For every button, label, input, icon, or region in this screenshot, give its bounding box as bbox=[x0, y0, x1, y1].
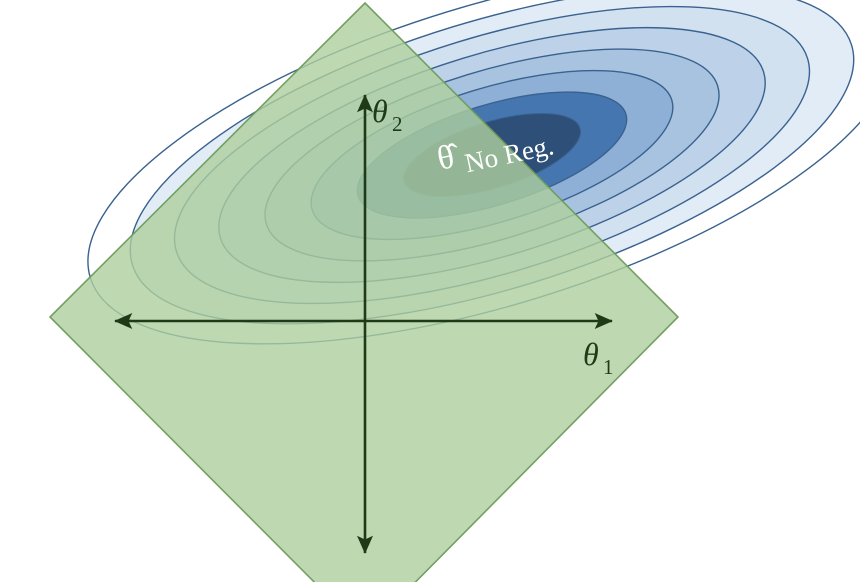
y-axis-label: θ bbox=[372, 93, 388, 129]
y-axis-label-subscript: 2 bbox=[392, 112, 403, 136]
x-axis-label-group: θ 1 bbox=[583, 336, 614, 379]
x-axis-label: θ bbox=[583, 336, 599, 372]
axes-group bbox=[114, 94, 613, 554]
y-axis-label-group: θ 2 bbox=[372, 93, 403, 136]
x-axis-label-subscript: 1 bbox=[603, 355, 614, 379]
